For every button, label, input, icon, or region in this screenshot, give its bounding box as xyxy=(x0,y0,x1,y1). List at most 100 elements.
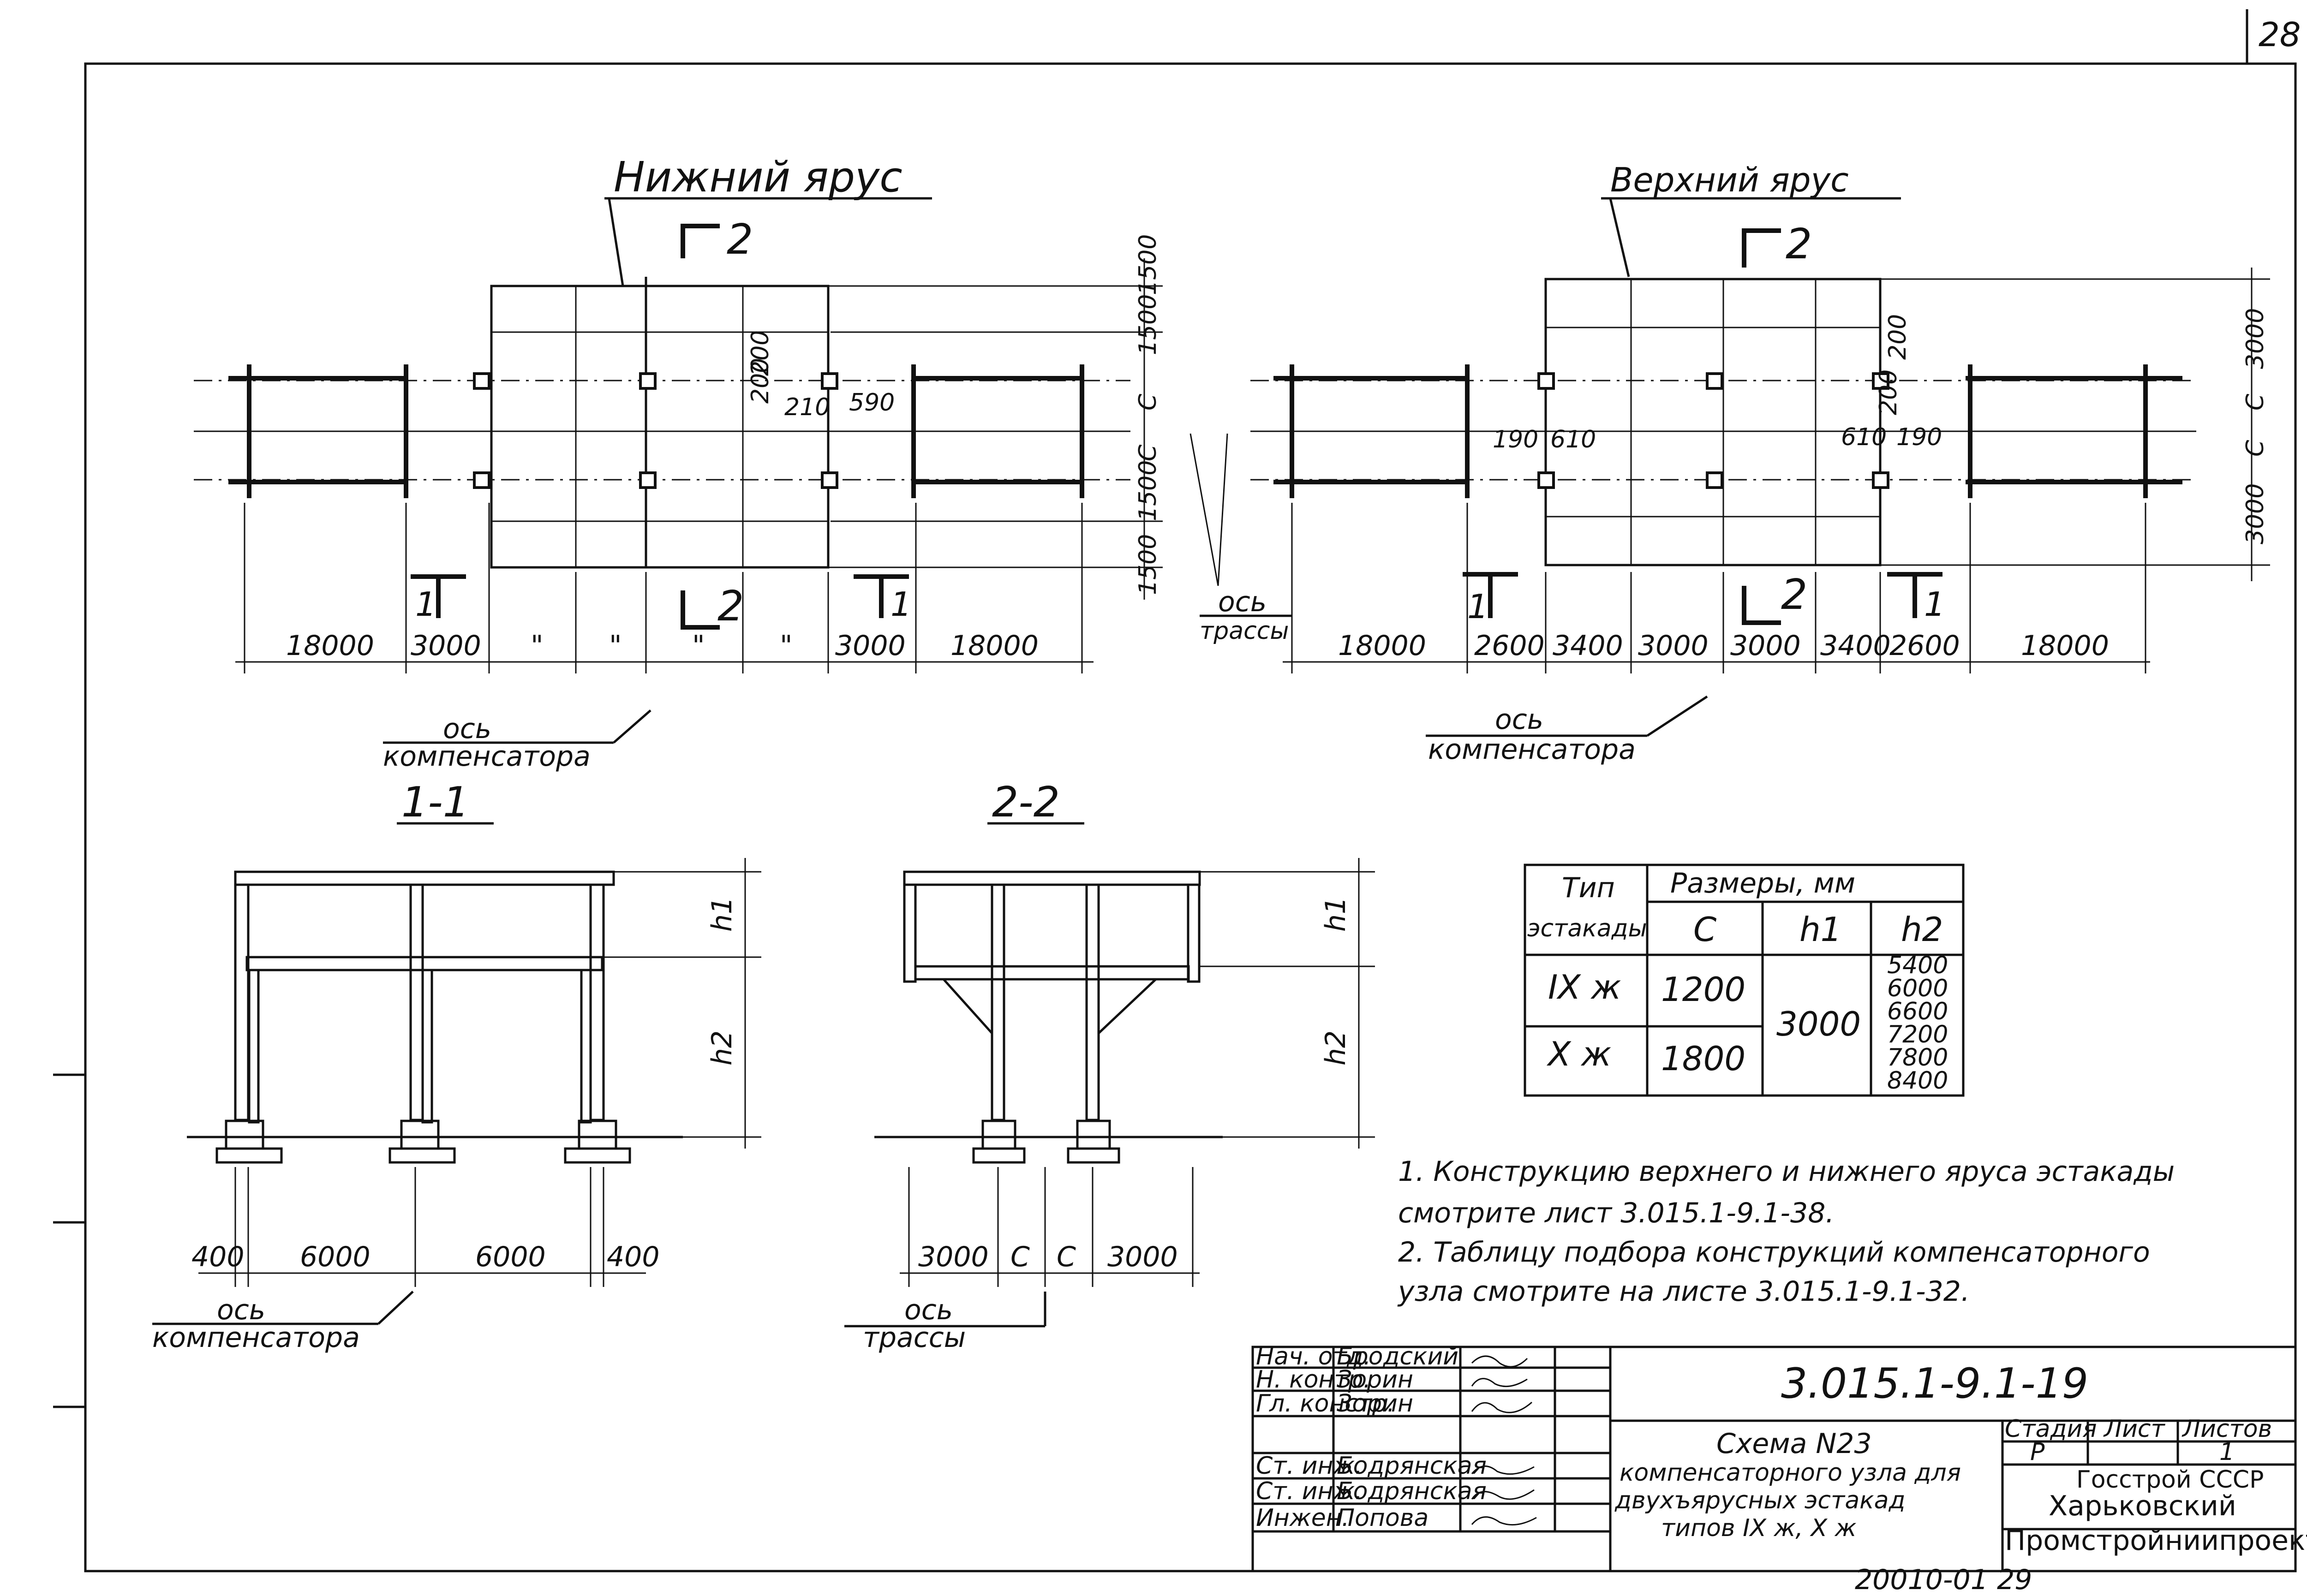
signature-0 xyxy=(1471,1355,1528,1368)
plan-lower-bdim-7: 18000 xyxy=(950,630,1039,662)
plan-lower-rdim-3: C xyxy=(1134,444,1162,461)
sheet-frame xyxy=(84,62,2297,1572)
org-line-1: Госстрой СССР xyxy=(2076,1466,2264,1494)
plan-upper-mark-1b: 1 xyxy=(1924,585,1945,624)
plan-upper-rdim-2: C xyxy=(2241,440,2269,457)
size-table: Тип эстакады Размеры, мм C h1 h2 IX ж 12… xyxy=(1524,864,1965,1097)
staff-role-5: Ст. инж. xyxy=(1256,1477,1363,1505)
table-head-sizes: Размеры, мм xyxy=(1670,867,1855,899)
sheets-label: Листов xyxy=(2181,1415,2272,1443)
plan-lower-axis-label-2: компенсатора xyxy=(383,740,591,773)
staff-name-1: Зорин xyxy=(1337,1366,1413,1394)
plan-lower-bdim-1: 3000 xyxy=(411,630,481,662)
notes: 1. Конструкцию верхнего и нижнего яруса … xyxy=(1397,1155,2175,1308)
table-head-type-1: Тип xyxy=(1562,872,1615,904)
plan-upper-tier: Верхний ярус 2 190 610 6 xyxy=(1250,161,2270,766)
plan-lower-mark-2-bottom: 2 xyxy=(717,582,744,631)
plan-lower-axis-label-1: ось xyxy=(443,713,491,745)
plan-lower-mark-1a: 1 xyxy=(415,585,436,624)
table-head-type-2: эстакады xyxy=(1527,915,1647,942)
table-row-1-c: 1200 xyxy=(1661,970,1745,1009)
stage-value: Р xyxy=(2030,1438,2045,1466)
plan-upper-mark-2-top: 2 xyxy=(1786,220,1812,268)
doc-code: 3.015.1-9.1-19 xyxy=(1781,1359,2088,1408)
sheet-label: Лист xyxy=(2103,1415,2165,1443)
plan-upper-bdim-1: 2600 xyxy=(1474,630,1545,662)
plan-upper-bdim-2: 3400 xyxy=(1553,630,1623,662)
table-h1-value: 3000 xyxy=(1776,1005,1861,1043)
signature-2 xyxy=(1471,1401,1532,1413)
section-2-dim-1: C xyxy=(1010,1241,1030,1273)
table-col-c: C xyxy=(1693,910,1717,949)
plan-lower-bdim-6: 3000 xyxy=(835,630,906,662)
plan-upper-mark-2-bottom: 2 xyxy=(1781,571,1807,619)
plan-lower-rdim-4: 1500 xyxy=(1134,460,1162,521)
section-2-h2: h2 xyxy=(1320,1030,1352,1066)
section-2-axis-label-1: ось xyxy=(904,1294,953,1326)
table-row-2-c: 1800 xyxy=(1661,1039,1745,1078)
plan-lower-rdim-1: 1500 xyxy=(1134,294,1162,355)
signature-5 xyxy=(1471,1489,1535,1500)
sheet-number: 28 xyxy=(2259,15,2301,54)
title-line-1: Схема N23 xyxy=(1716,1428,1872,1460)
plan-upper-mark-1a: 1 xyxy=(1467,587,1488,626)
signature-1 xyxy=(1471,1378,1528,1388)
section-1-dim-3: 400 xyxy=(607,1241,660,1273)
stage-label: Стадия xyxy=(2005,1415,2097,1443)
section-1-title: 1-1 xyxy=(401,778,469,827)
plan-upper-dim-190-left: 190 xyxy=(1493,426,1538,453)
note-line-3: 2. Таблицу подбора конструкций компенсат… xyxy=(1398,1236,2150,1268)
table-col-h1: h1 xyxy=(1799,910,1841,949)
section-1-dim-1: 6000 xyxy=(300,1241,371,1273)
note-line-2: смотрите лист 3.015.1-9.1-38. xyxy=(1398,1197,1834,1229)
table-h2-value-1: 6000 xyxy=(1887,975,1948,1002)
table-row-2-type: X ж xyxy=(1546,1035,1611,1073)
staff-name-0: Бродский xyxy=(1337,1343,1458,1370)
plan-upper-dim-610-right: 610 xyxy=(1841,423,1887,451)
plan-lower-bdim-3: " xyxy=(609,630,622,662)
table-h2-value-5: 8400 xyxy=(1887,1067,1948,1095)
plan-upper-bdim-0: 18000 xyxy=(1338,630,1426,662)
plan-upper-bdim-3: 3000 xyxy=(1638,630,1709,662)
section-2-title: 2-2 xyxy=(992,778,1060,827)
table-h2-value-2: 6600 xyxy=(1887,998,1948,1025)
note-line-4: узла смотрите на листе 3.015.1-9.1-32. xyxy=(1397,1275,1970,1308)
plan-upper-rdim-3: 3000 xyxy=(2241,483,2269,544)
plan-lower-dim-590: 590 xyxy=(849,389,895,417)
note-line-1: 1. Конструкцию верхнего и нижнего яруса … xyxy=(1398,1155,2175,1188)
plan-upper-axis-label-2: компенсатора xyxy=(1428,733,1636,766)
plan-upper-title: Верхний ярус xyxy=(1610,161,1849,199)
plan-lower-bdim-0: 18000 xyxy=(286,630,374,662)
staff-role-0: Нач. отд. xyxy=(1256,1343,1371,1370)
staff-name-5: Бодрянская xyxy=(1337,1477,1487,1505)
plan-upper-dim-610-left: 610 xyxy=(1550,426,1596,453)
table-h2-value-3: 7200 xyxy=(1887,1021,1948,1048)
plan-lower-rdim-5: 1500 xyxy=(1134,534,1162,595)
plan-lower-bdim-5: " xyxy=(780,630,793,662)
staff-role-6: Инжен. xyxy=(1256,1504,1349,1532)
section-2-h1: h1 xyxy=(1320,897,1352,932)
plan-upper-bdim-4: 3000 xyxy=(1730,630,1801,662)
section-1-axis-label-2: компенсатора xyxy=(152,1322,360,1354)
archive-number: 20010-01 29 xyxy=(1855,1564,2032,1596)
plan-upper-dim-190-right: 190 xyxy=(1896,423,1942,451)
plan-lower-rdim-0: 1500 xyxy=(1134,234,1162,295)
staff-role-4: Ст. инж. xyxy=(1256,1452,1363,1480)
table-h2-value-0: 5400 xyxy=(1887,952,1948,979)
plan-lower-title: Нижний ярус xyxy=(614,153,902,202)
table-h2-value-4: 7800 xyxy=(1887,1044,1948,1072)
section-1-dim-0: 400 xyxy=(191,1241,245,1273)
plan-upper-rdim-1: C xyxy=(2241,393,2269,411)
title-line-2: компенсаторного узла для xyxy=(1620,1459,1961,1487)
section-1-1: 1-1 h1 h2 400 6000 6000 xyxy=(152,778,761,1354)
section-1-h2: h2 xyxy=(706,1030,738,1066)
section-2-dim-0: 3000 xyxy=(918,1241,989,1273)
plan-upper-dim-200-v1: 200 xyxy=(1884,314,1912,360)
signature-4 xyxy=(1471,1465,1535,1475)
staff-name-2: Зорин xyxy=(1337,1390,1413,1417)
title-line-4: типов IX ж, X ж xyxy=(1661,1514,1857,1542)
plan-lower-bdim-2: " xyxy=(531,630,544,662)
org-line-2: Харьковский xyxy=(2049,1490,2236,1522)
plan-upper-dim-200-v2: 200 xyxy=(1875,369,1902,415)
